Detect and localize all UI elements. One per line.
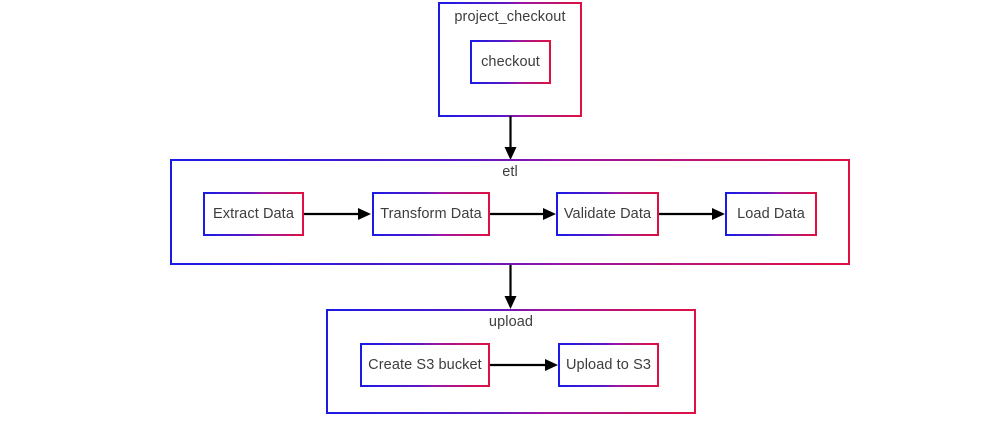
node-upload-to-s3[interactable]: Upload to S3 [558, 343, 659, 387]
edge-etl-to-upload [500, 265, 522, 310]
node-transform-data[interactable]: Transform Data [372, 192, 490, 236]
node-label-extract-data: Extract Data [213, 205, 294, 222]
edge-validate-to-load [659, 203, 726, 225]
node-label-create-s3-bucket: Create S3 bucket [368, 356, 482, 373]
cluster-label-etl: etl [502, 164, 518, 180]
cluster-label-upload: upload [488, 314, 534, 330]
edge-create-bucket-to-upload [490, 354, 559, 376]
node-checkout[interactable]: checkout [470, 40, 551, 84]
node-create-s3-bucket[interactable]: Create S3 bucket [360, 343, 490, 387]
node-label-load-data: Load Data [737, 205, 805, 222]
edge-transform-to-validate [490, 203, 557, 225]
node-validate-data[interactable]: Validate Data [556, 192, 659, 236]
node-label-upload-to-s3: Upload to S3 [565, 356, 652, 373]
node-load-data[interactable]: Load Data [725, 192, 817, 236]
node-label-validate-data: Validate Data [563, 205, 652, 222]
cluster-label-project-checkout: project_checkout [454, 9, 566, 25]
edge-extract-to-transform [304, 203, 372, 225]
node-label-checkout: checkout [481, 53, 540, 70]
node-extract-data[interactable]: Extract Data [203, 192, 304, 236]
edge-project-checkout-to-etl [500, 116, 522, 161]
node-label-transform-data: Transform Data [380, 205, 482, 222]
